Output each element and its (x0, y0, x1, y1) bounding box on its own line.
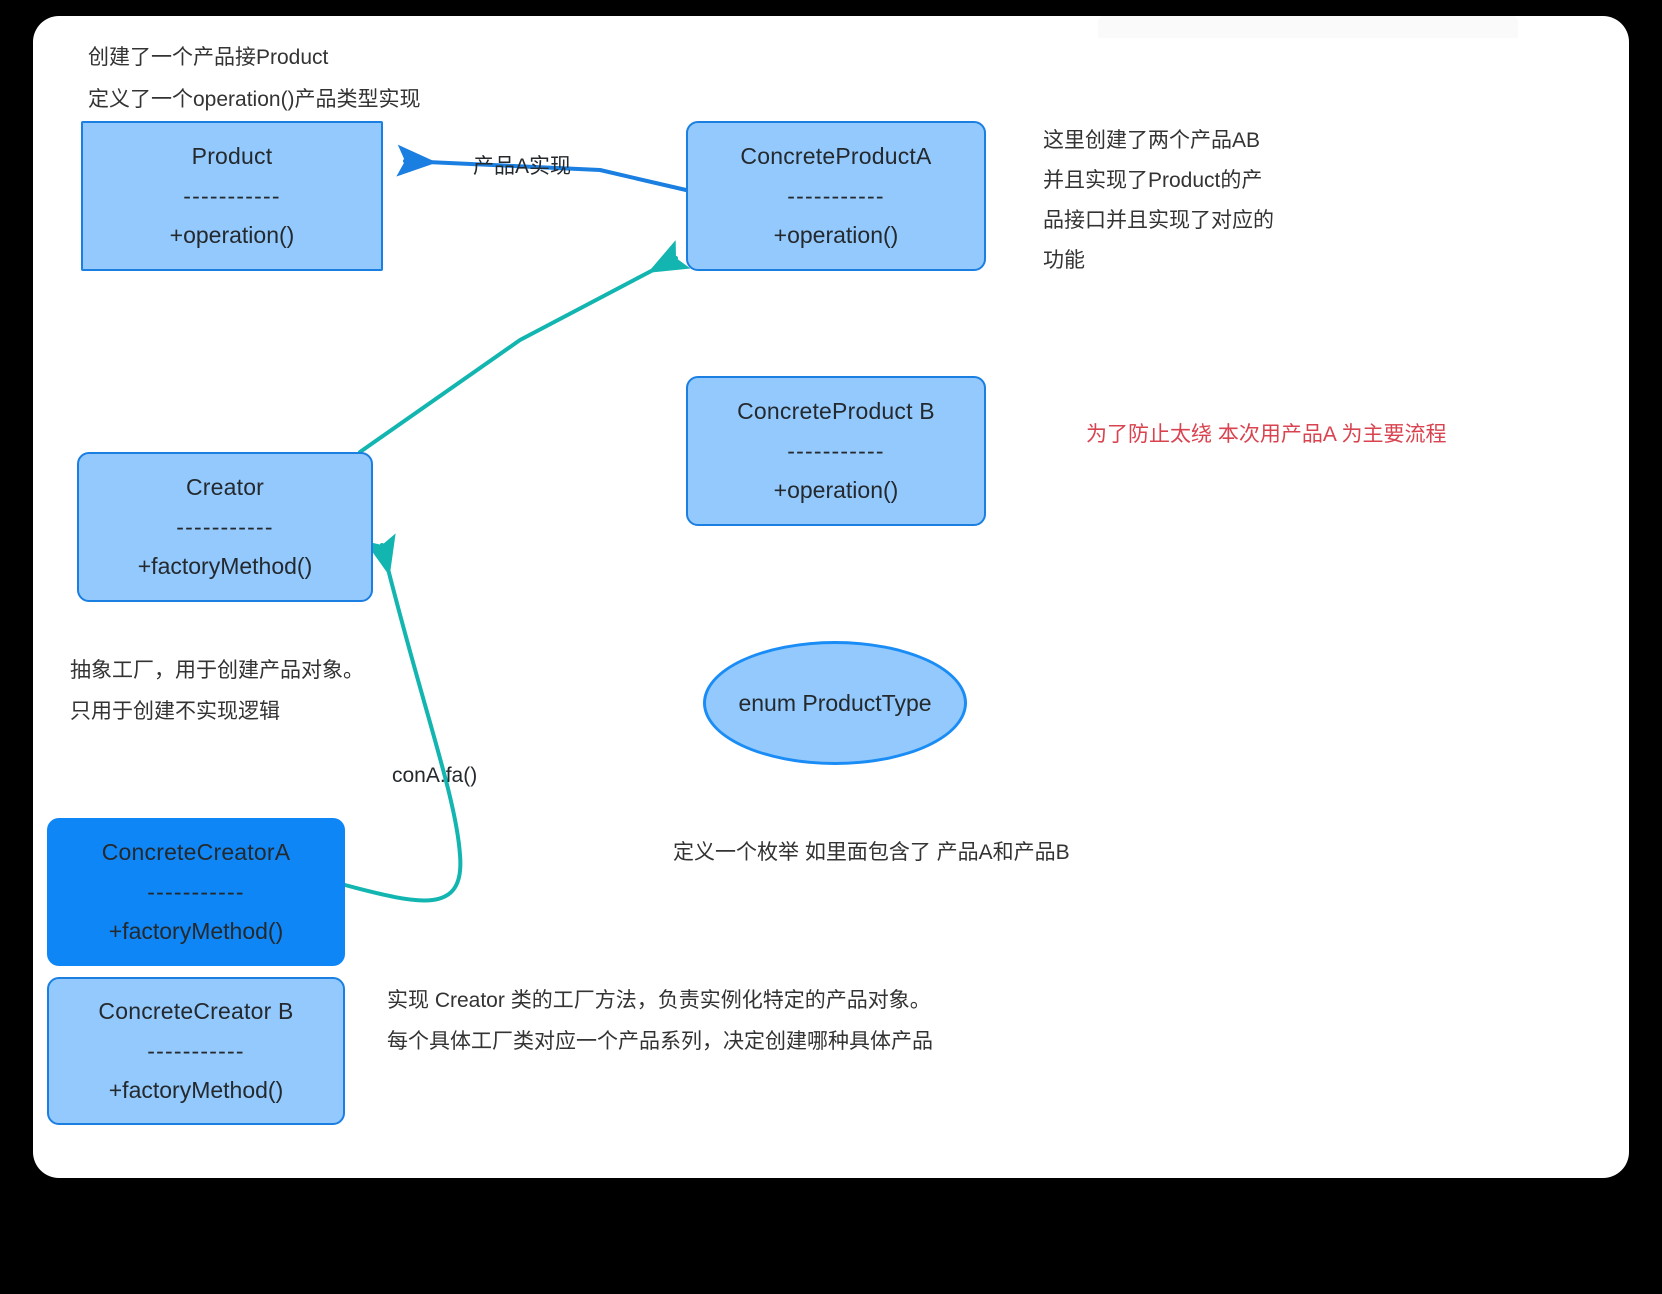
node-enum-product-type[interactable]: enum ProductType (703, 641, 967, 765)
note-right-product-line1: 这里创建了两个产品AB (1043, 129, 1261, 152)
note-red-warning: 为了防止太绕 本次用产品A 为主要流程 (1086, 423, 1447, 446)
node-creator-member: +factoryMethod() (137, 553, 313, 579)
note-top-line1: 创建了一个产品接Product (88, 46, 329, 69)
node-concrete-creator-a[interactable]: ConcreteCreatorA ----------- +factoryMet… (47, 818, 345, 966)
node-concrete-creator-a-member: +factoryMethod() (108, 918, 284, 944)
edge-label-product-a-implements: 产品A实现 (473, 155, 572, 178)
node-concrete-creator-b-separator: ----------- (147, 1038, 245, 1064)
node-concrete-product-a-title: ConcreteProductA (740, 143, 932, 169)
note-right-product-line2: 并且实现了Product的产 (1043, 169, 1263, 192)
board-top-strip (1098, 16, 1518, 38)
node-concrete-creator-b-title: ConcreteCreator B (98, 998, 294, 1024)
note-right-product-line4: 功能 (1043, 249, 1085, 272)
node-creator-title: Creator (185, 474, 265, 500)
edge-label-con-a-fa: conA.fa() (392, 764, 478, 787)
node-concrete-product-a[interactable]: ConcreteProductA ----------- +operation(… (686, 121, 986, 271)
note-concrete-creator-line2: 每个具体工厂类对应一个产品系列，决定创建哪种具体产品 (387, 1030, 933, 1053)
node-product-title: Product (191, 143, 273, 169)
node-concrete-creator-b[interactable]: ConcreteCreator B ----------- +factoryMe… (47, 977, 345, 1125)
note-right-product-line3: 品接口并且实现了对应的 (1043, 209, 1274, 232)
node-creator[interactable]: Creator ----------- +factoryMethod() (77, 452, 373, 602)
node-product-member: +operation() (169, 222, 295, 248)
node-concrete-product-b-separator: ----------- (787, 438, 885, 464)
note-top-line2: 定义了一个operation()产品类型实现 (88, 88, 421, 111)
node-product-separator: ----------- (183, 183, 281, 209)
node-concrete-creator-b-member: +factoryMethod() (108, 1077, 284, 1103)
note-concrete-creator-line1: 实现 Creator 类的工厂方法，负责实例化特定的产品对象。 (387, 989, 931, 1012)
node-concrete-creator-a-separator: ----------- (147, 879, 245, 905)
node-enum-product-type-title: enum ProductType (738, 689, 932, 716)
node-concrete-product-b-title: ConcreteProduct B (737, 398, 935, 424)
node-creator-separator: ----------- (176, 514, 274, 540)
node-concrete-creator-a-title: ConcreteCreatorA (101, 839, 291, 865)
node-concrete-product-a-member: +operation() (773, 222, 899, 248)
note-enum: 定义一个枚举 如里面包含了 产品A和产品B (673, 841, 1070, 864)
node-concrete-product-b[interactable]: ConcreteProduct B ----------- +operation… (686, 376, 986, 526)
node-concrete-product-b-member: +operation() (773, 477, 899, 503)
note-creator-line2: 只用于创建不实现逻辑 (70, 700, 280, 723)
note-creator-line1: 抽象工厂，用于创建产品对象。 (70, 659, 364, 682)
node-product[interactable]: Product ----------- +operation() (81, 121, 383, 271)
node-concrete-product-a-separator: ----------- (787, 183, 885, 209)
